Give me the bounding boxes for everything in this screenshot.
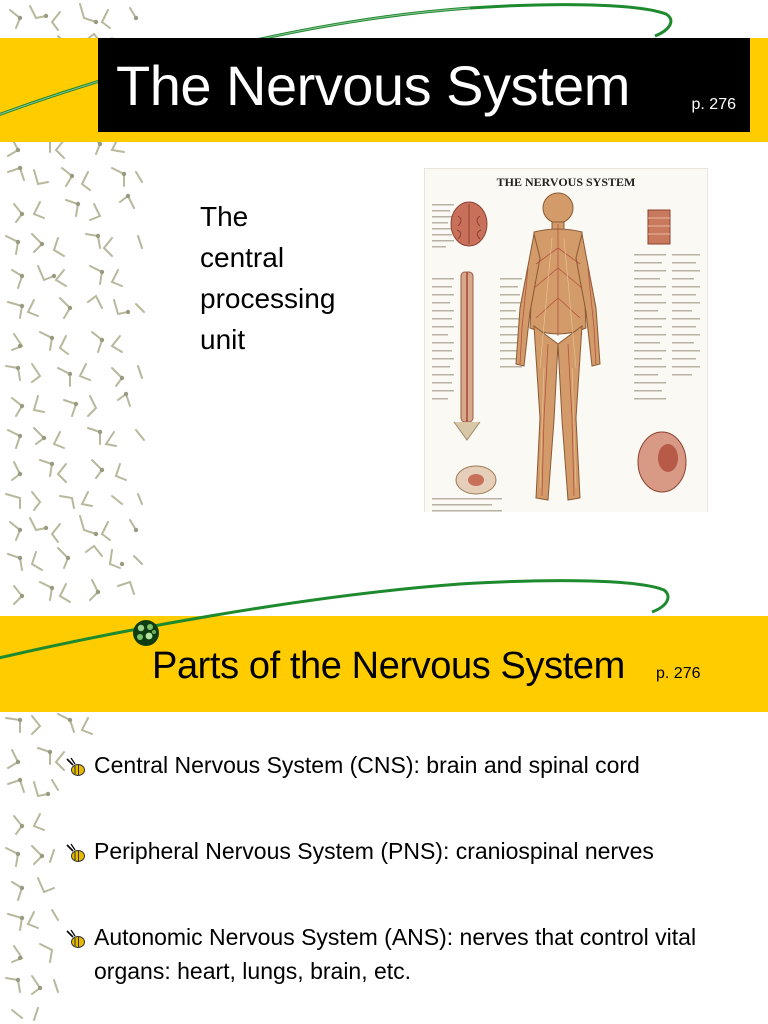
list-item: Central Nervous System (CNS): brain and … bbox=[64, 748, 640, 782]
tagline: The central processing unit bbox=[200, 196, 400, 360]
list-item-text: Peripheral Nervous System (PNS): cranios… bbox=[94, 838, 654, 864]
poster-title: THE NERVOUS SYSTEM bbox=[497, 175, 636, 189]
tagline-line: central bbox=[200, 242, 285, 273]
bee-bullet-icon bbox=[66, 757, 85, 776]
slide-1: The Nervous System p. 276 The central pr… bbox=[0, 3, 768, 512]
title-box: The Nervous System p. 276 bbox=[98, 38, 750, 132]
tagline-line: processing bbox=[200, 283, 336, 314]
list-item-text: Central Nervous System (CNS): brain and … bbox=[94, 752, 640, 778]
page-reference: p. 276 bbox=[656, 665, 701, 682]
tagline-line: unit bbox=[200, 324, 246, 355]
bee-bullet-icon bbox=[66, 843, 85, 862]
bee-bullet-icon bbox=[66, 929, 85, 948]
page-reference: p. 276 bbox=[691, 96, 736, 113]
list-item: Peripheral Nervous System (PNS): cranios… bbox=[64, 834, 654, 868]
list-item-text: Autonomic Nervous System (ANS): nerves t… bbox=[94, 924, 697, 984]
slide-title: The Nervous System bbox=[116, 54, 630, 117]
section-heading: Parts of the Nervous System bbox=[152, 645, 625, 687]
nervous-system-poster-image: THE NERVOUS SYSTEM bbox=[424, 168, 708, 512]
list-item: Autonomic Nervous System (ANS): nerves t… bbox=[64, 920, 744, 988]
molecule-pattern-decoration bbox=[5, 515, 143, 1021]
green-dot-cluster-icon bbox=[133, 620, 159, 646]
slide-2: Parts of the Nervous System p. 276 Centr… bbox=[0, 512, 768, 1024]
tagline-line: The bbox=[200, 201, 249, 232]
